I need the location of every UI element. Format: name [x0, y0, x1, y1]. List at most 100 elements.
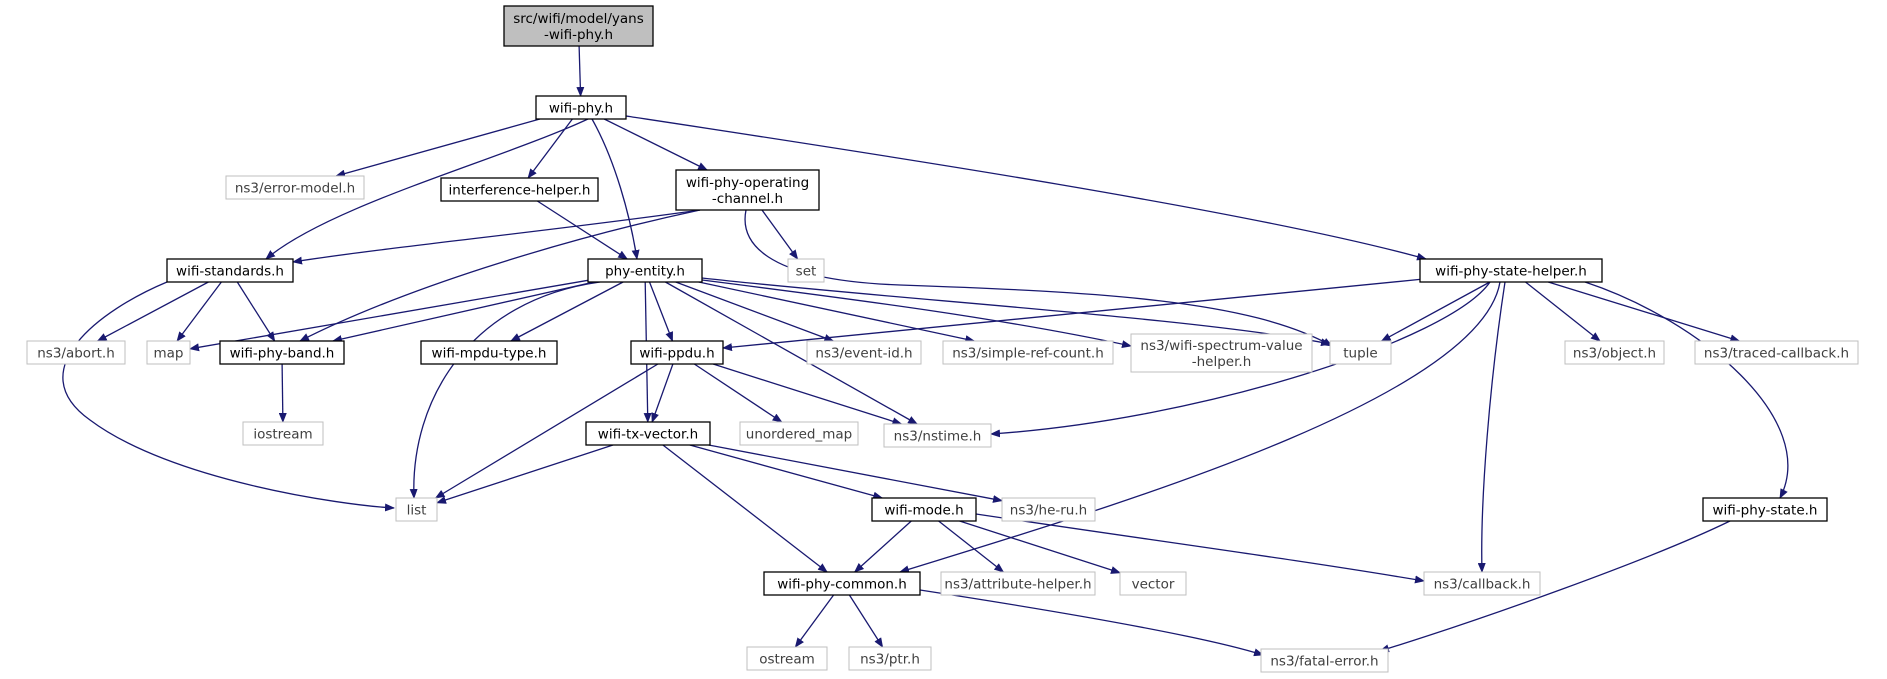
node-label: unordered_map: [746, 427, 852, 443]
node-box: [395, 497, 438, 522]
edge-txv-mode: [689, 444, 884, 500]
edge-pent-src: [698, 281, 976, 344]
node-box: [1119, 571, 1187, 596]
node-ptr: ns3/ptr.h: [848, 646, 932, 671]
node-label: -channel.h: [712, 191, 783, 207]
edge-psh-ppdu: [722, 278, 1421, 352]
node-box: [1260, 648, 1389, 673]
node-label: ns3/ptr.h: [860, 652, 920, 668]
node-label: vector: [1132, 577, 1175, 593]
edge-pent-mpdu: [510, 281, 624, 342]
node-label: ns3/nstime.h: [894, 429, 982, 445]
edge-psh-nst: [990, 281, 1491, 438]
node-box: [739, 421, 859, 446]
edge-band-ios: [278, 363, 287, 423]
node-label: set: [796, 264, 817, 280]
edge-txv-heru: [708, 444, 1003, 503]
edge-wstd-band: [236, 281, 276, 342]
edge-wphy-intf: [527, 118, 573, 179]
node-tuple: tuple: [1329, 340, 1392, 365]
edge-mode-cb: [975, 513, 1425, 584]
node-wsvh: ns3/wifi-spectrum-value-helper.h: [1130, 333, 1313, 373]
node-cb: ns3/callback.h: [1423, 571, 1541, 596]
node-common[interactable]: wifi-phy-common.h: [763, 571, 921, 596]
node-ostr: ostream: [746, 646, 828, 671]
node-label: wifi-tx-vector.h: [598, 427, 698, 443]
edge-intf-pent: [536, 200, 629, 260]
node-box: [763, 571, 921, 596]
node-box: [420, 340, 558, 365]
node-box: [146, 340, 191, 365]
node-label: -wifi-phy.h: [544, 27, 613, 43]
dependency-edges: [62, 45, 1789, 657]
node-label: -helper.h: [1192, 354, 1252, 370]
node-ios: iostream: [242, 421, 324, 446]
edge-yans-wphy: [576, 45, 585, 97]
node-label: src/wifi/model/yans: [513, 11, 644, 27]
node-attr: ns3/attribute-helper.h: [940, 571, 1096, 596]
edge-txv-common: [662, 444, 828, 573]
edge-pent-nst: [665, 281, 918, 425]
node-intf[interactable]: interference-helper.h: [440, 177, 599, 202]
node-label: ns3/error-model.h: [235, 181, 355, 197]
node-nst: ns3/nstime.h: [883, 423, 992, 448]
node-label: iostream: [253, 427, 312, 443]
node-box: [675, 169, 820, 211]
node-errm: ns3/error-model.h: [225, 175, 365, 200]
node-box: [535, 95, 627, 120]
node-box: [806, 340, 922, 365]
node-box: [166, 258, 294, 283]
node-wphy[interactable]: wifi-phy.h: [535, 95, 627, 120]
node-label: wifi-phy-state-helper.h: [1435, 264, 1587, 280]
node-pent[interactable]: phy-entity.h: [587, 258, 703, 283]
node-box: [1130, 333, 1313, 373]
edge-pent-band: [331, 281, 595, 343]
edge-mode-vec: [959, 520, 1121, 574]
node-band[interactable]: wifi-phy-band.h: [219, 340, 345, 365]
edge-wphy-errm: [335, 118, 541, 178]
node-box: [1423, 571, 1541, 596]
node-label: ns3/attribute-helper.h: [944, 577, 1091, 593]
edge-ppdu-umap: [693, 363, 783, 423]
edge-wstd-abort: [96, 281, 209, 342]
node-box: [1702, 497, 1828, 522]
node-set: set: [787, 258, 825, 283]
node-label: wifi-phy.h: [549, 101, 613, 117]
edge-wphy-pent: [591, 118, 640, 260]
node-opch[interactable]: wifi-phy-operating-channel.h: [675, 169, 820, 211]
edge-opch-band: [299, 209, 701, 342]
node-label: wifi-standards.h: [176, 264, 284, 280]
node-box: [503, 5, 654, 47]
node-label: map: [154, 346, 184, 362]
edge-opch-tuple: [744, 209, 1333, 347]
node-map: map: [146, 340, 191, 365]
node-label: ns3/he-ru.h: [1010, 503, 1087, 519]
node-txv[interactable]: wifi-tx-vector.h: [585, 421, 711, 446]
node-pstate[interactable]: wifi-phy-state.h: [1702, 497, 1828, 522]
node-ppdu[interactable]: wifi-ppdu.h: [630, 340, 724, 365]
node-mode[interactable]: wifi-mode.h: [871, 497, 977, 522]
node-box: [942, 340, 1114, 365]
node-mpdu[interactable]: wifi-mpdu-type.h: [420, 340, 558, 365]
node-fatal: ns3/fatal-error.h: [1260, 648, 1389, 673]
node-wstd[interactable]: wifi-standards.h: [166, 258, 294, 283]
node-list: list: [395, 497, 438, 522]
node-box: [440, 177, 599, 202]
edge-pent-map: [189, 279, 589, 352]
file-nodes: src/wifi/model/yans-wifi-phy.h wifi-phy.h…: [26, 5, 1859, 673]
node-label: ostream: [759, 652, 815, 668]
node-box: [1001, 497, 1096, 522]
node-label: phy-entity.h: [605, 264, 685, 280]
edge-wphy-psh: [625, 115, 1427, 261]
edge-wphy-opch: [603, 118, 708, 171]
node-label: ns3/abort.h: [37, 346, 115, 362]
edge-pent-ppdu: [648, 281, 674, 342]
node-box: [1329, 340, 1392, 365]
node-label: ns3/event-id.h: [815, 346, 912, 362]
edge-psh-tcb: [1548, 281, 1741, 343]
node-label: ns3/wifi-spectrum-value: [1140, 338, 1302, 354]
node-psh[interactable]: wifi-phy-state-helper.h: [1419, 258, 1603, 283]
node-yans[interactable]: src/wifi/model/yans-wifi-phy.h: [503, 5, 654, 47]
node-label: ns3/traced-callback.h: [1704, 346, 1849, 362]
node-umap: unordered_map: [739, 421, 859, 446]
